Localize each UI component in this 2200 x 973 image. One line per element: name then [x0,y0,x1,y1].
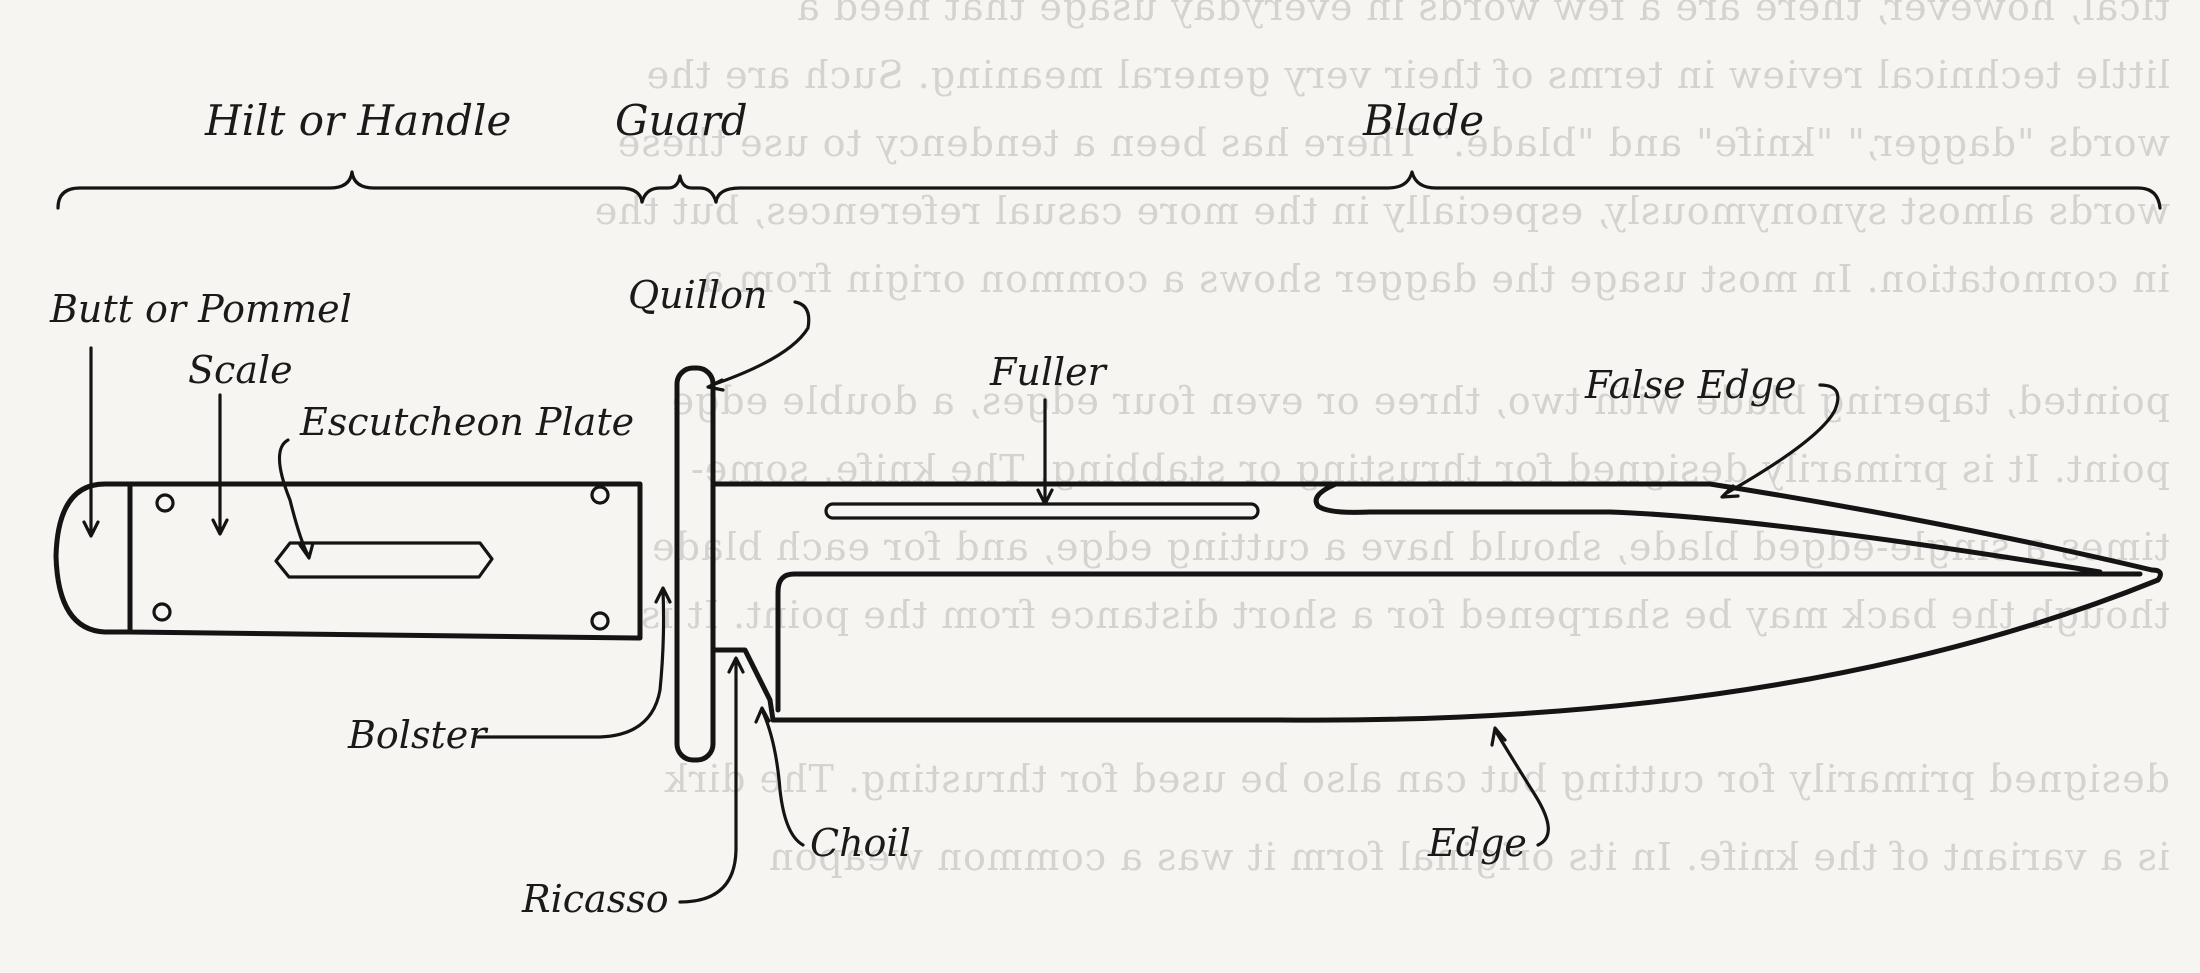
bleed-line: in connotation. In most usage the dagger… [700,257,2170,301]
bleed-line: pointed, tapering blade with two, three … [671,379,2170,423]
bleed-line: is a variant of the knife. In its origin… [768,835,2170,879]
hilt-brace [56,170,644,210]
bleed-line: words "dagger," "knife" and "blade." The… [617,121,2170,165]
bleed-line: little technical review in terms of thei… [646,53,2170,97]
edge-label: Edge [1427,821,1527,865]
butt-leader [82,346,100,538]
choil-label: Choil [810,821,911,865]
bleed-line: tical, however, there are a few words in… [796,0,2170,29]
leader-lines [82,300,1840,904]
section-braces [56,170,2162,210]
fuller-leader [1036,398,1054,506]
blade-bevel-line [775,571,2143,713]
bleed-line: designed primarily for cutting but can a… [664,757,2170,801]
hilt-label: Hilt or Handle [204,96,511,145]
rivet [590,485,610,505]
scale-label: Scale [188,348,293,392]
false-edge-grind [1313,481,2103,575]
scale-leader [211,393,229,536]
escutcheon-plate-shape [274,541,494,579]
bolster-leader [476,586,672,739]
choil-leader [754,706,805,847]
blade-brace [714,170,2162,210]
guard-brace [640,174,718,204]
rivet [155,493,175,513]
guard-crossbar [674,365,716,763]
bleed-line: words almost synonymously, especially in… [594,189,2170,233]
escutcheon-leader [277,438,315,560]
rivet [152,602,172,622]
ricasso-label: Ricasso [521,877,669,921]
bleed-line: though the back may be sharpened for a s… [640,593,2170,637]
edge-leader [1490,726,1550,847]
quillon-label: Quillon [628,273,767,317]
butt-pommel-shape [53,481,133,635]
bolster-label: Bolster [347,713,489,757]
ricasso-leader [678,656,745,904]
bleed-line: times a single-edged blade, should have … [651,525,2170,569]
guard-label: Guard [615,96,748,145]
false-edge-label: False Edge [1584,363,1797,407]
blade-label: Blade [1362,96,1484,145]
fuller-groove [824,502,1260,520]
quillon-leader [706,300,811,392]
handle [53,481,643,641]
scale-outline [127,481,643,641]
blade-edge-curve [770,567,2163,723]
bleed-through-text: tical, however, there are a few words in… [594,0,2170,879]
rivet [590,611,610,631]
guard [674,365,716,763]
blade-spine [710,481,2155,573]
false-edge-leader [1720,383,1840,499]
escutcheon-plate-label: Escutcheon Plate [299,400,634,444]
fuller-label: Fuller [989,350,1109,394]
blade [710,481,2163,723]
butt-pommel-label: Butt or Pommel [49,287,352,331]
ricasso-choil [710,647,776,723]
